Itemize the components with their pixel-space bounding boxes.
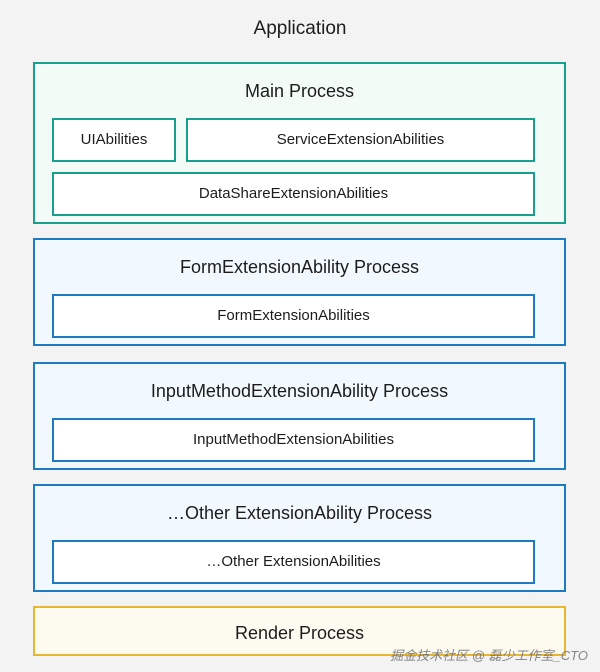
ability-label-form-extension-abilities: FormExtensionAbilities — [217, 307, 370, 324]
process-box-input-method-extension-ability-process: InputMethodExtensionAbility Process Inpu… — [33, 362, 566, 470]
ability-box-form-extension-abilities: FormExtensionAbilities — [52, 294, 535, 338]
ability-box-other-extension-abilities: …Other ExtensionAbilities — [52, 540, 535, 584]
ability-box-service-extension-abilities: ServiceExtensionAbilities — [186, 118, 535, 162]
ability-label-other-extension-abilities: …Other ExtensionAbilities — [206, 553, 381, 570]
process-box-render-process: Render Process — [33, 606, 566, 656]
diagram-title: Application — [253, 18, 347, 39]
process-title-input-method-extension-ability-process: InputMethodExtensionAbility Process — [150, 381, 449, 401]
process-title-form-extension-ability-process: FormExtensionAbility Process — [179, 257, 420, 277]
ability-label-input-method-extension-abilities: InputMethodExtensionAbilities — [193, 431, 394, 448]
process-box-other-extension-ability-process: …Other ExtensionAbility Process …Other E… — [33, 484, 566, 592]
process-title-other-extension-ability-process: …Other ExtensionAbility Process — [166, 503, 433, 523]
ability-label-datashare-extension-abilities: DataShareExtensionAbilities — [198, 185, 389, 202]
ability-box-uiabilities: UIAbilities — [52, 118, 176, 162]
ability-box-datashare-extension-abilities: DataShareExtensionAbilities — [52, 172, 535, 216]
ability-label-uiabilities: UIAbilities — [80, 131, 148, 148]
process-box-main-process: Main Process UIAbilities ServiceExtensio… — [33, 62, 566, 224]
ability-box-input-method-extension-abilities: InputMethodExtensionAbilities — [52, 418, 535, 462]
process-title-render-process: Render Process — [234, 623, 365, 643]
process-box-form-extension-ability-process: FormExtensionAbility Process FormExtensi… — [33, 238, 566, 346]
process-title-main-process: Main Process — [244, 81, 355, 101]
ability-label-service-extension-abilities: ServiceExtensionAbilities — [276, 131, 445, 148]
